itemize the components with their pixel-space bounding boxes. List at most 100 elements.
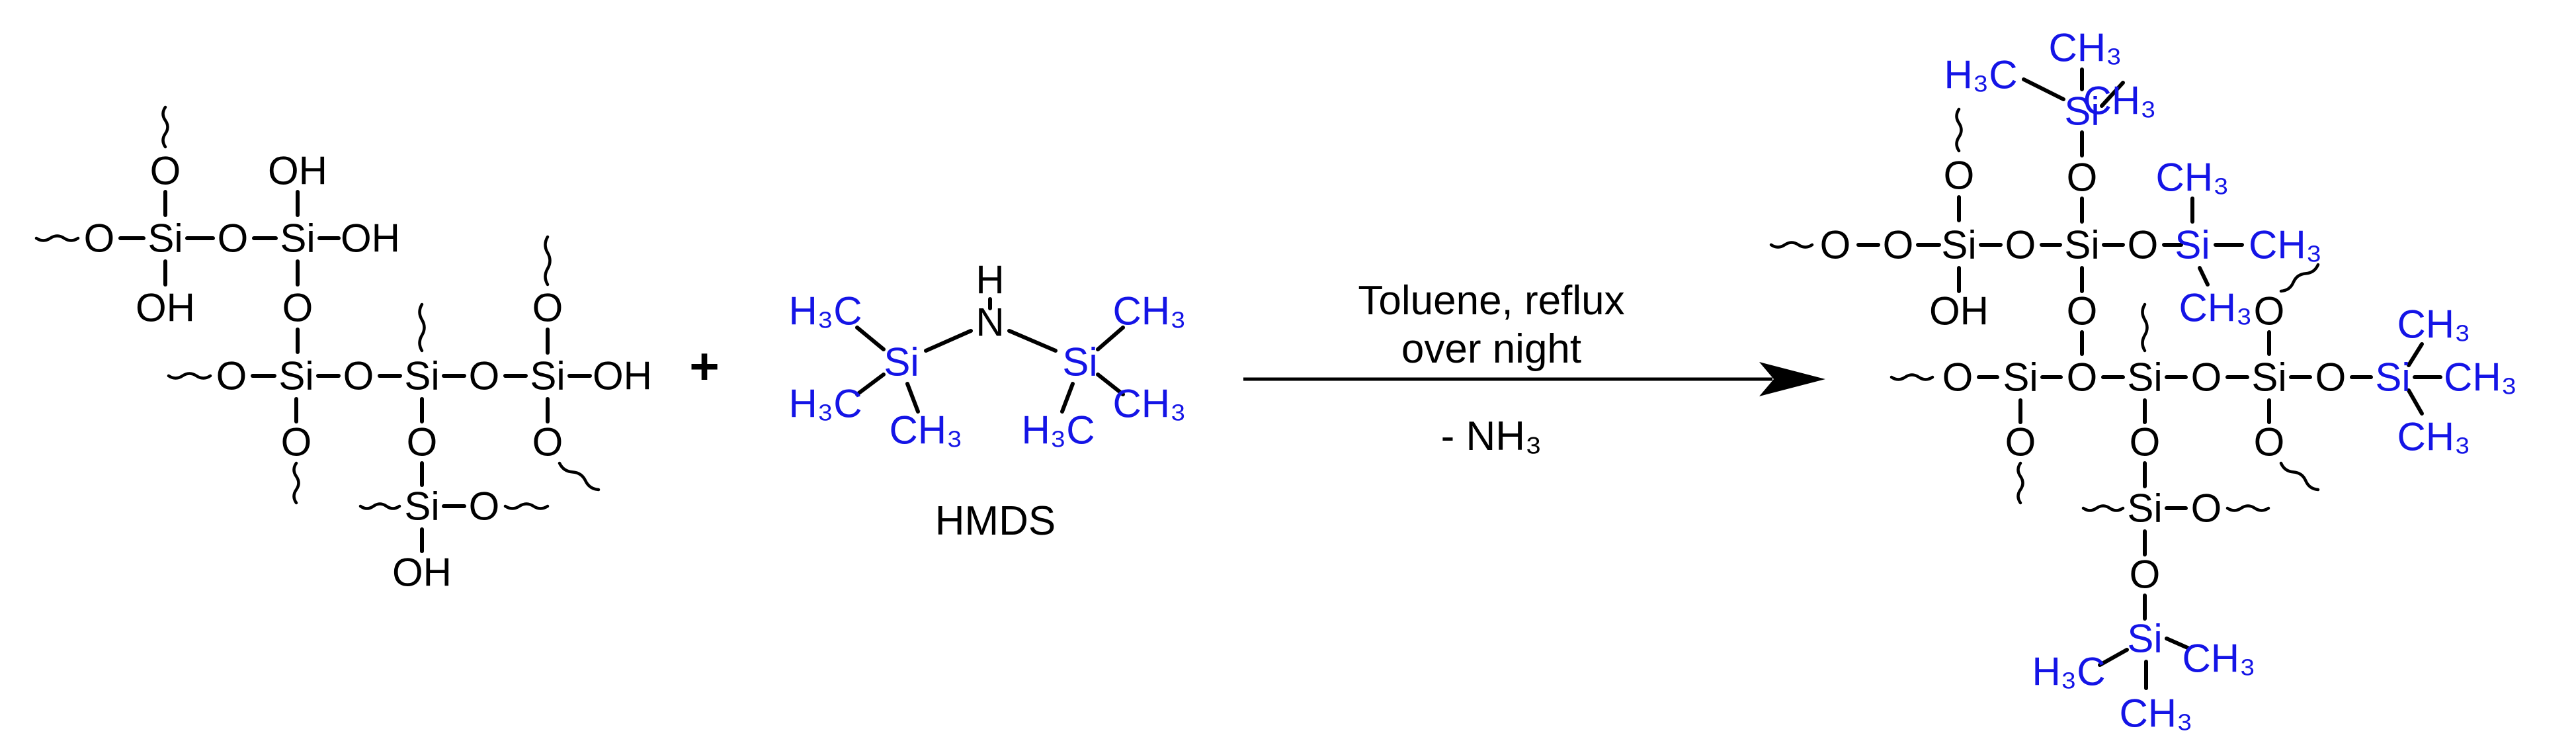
methyl: CH₃ <box>1112 289 1186 333</box>
wavy-bond <box>418 302 426 353</box>
plus-sign: + <box>689 337 720 395</box>
wavy-bond <box>503 502 550 510</box>
silicon: Si <box>2064 89 2099 134</box>
methyl: CH₃ <box>889 408 962 453</box>
bond <box>905 382 920 414</box>
hydroxyl: OH <box>392 551 452 595</box>
methyl: H₃C <box>788 382 862 426</box>
methyl: CH₃ <box>2182 637 2255 681</box>
silicon: Si <box>1062 340 1097 384</box>
oxygen: O <box>150 149 181 193</box>
oxygen: O <box>2254 289 2285 333</box>
hmds-label: HMDS <box>935 498 1056 544</box>
oxygen: O <box>2191 486 2222 531</box>
oxygen: O <box>407 420 438 464</box>
silicon: Si <box>147 216 183 261</box>
silicon: Si <box>1941 223 1976 267</box>
wavy-bond <box>161 105 169 149</box>
oxygen: O <box>2128 223 2159 267</box>
oxygen: O <box>2191 355 2222 400</box>
silicon: Si <box>2064 223 2099 267</box>
silicon: Si <box>404 484 439 529</box>
oxygen: O <box>2067 155 2098 200</box>
methyl: CH₃ <box>2155 155 2229 200</box>
wavy-bond <box>1955 107 1963 153</box>
oxygen: O <box>2254 420 2285 464</box>
bond <box>2407 342 2424 367</box>
oxygen: O <box>2130 420 2161 464</box>
silicon: Si <box>2127 486 2162 531</box>
reaction-arrow <box>1243 362 1825 396</box>
bond <box>2098 648 2129 667</box>
methyl: CH₃ <box>1112 382 1186 426</box>
oxygen: O <box>2005 420 2036 464</box>
wavy-bond <box>1769 241 1814 249</box>
wavy-bond <box>34 234 80 242</box>
oxygen: O <box>2005 223 2036 267</box>
silicon: Si <box>2127 617 2162 661</box>
bond-layer <box>118 67 2442 690</box>
oxygen: O <box>469 354 500 398</box>
oxygen: O <box>1942 355 1974 400</box>
condition-time: over night <box>1401 326 1581 372</box>
silicon: Si <box>2375 355 2410 400</box>
wavy-bond <box>292 461 300 505</box>
oxygen: O <box>2130 552 2161 597</box>
silicon: Si <box>278 354 313 398</box>
oxygen: O <box>84 216 115 261</box>
oxygen: O <box>2067 289 2098 333</box>
si-n-bond <box>924 329 973 353</box>
bond <box>855 373 886 396</box>
oxygen: O <box>216 354 247 398</box>
silicon: Si <box>2175 223 2210 267</box>
silicon: Si <box>530 354 565 398</box>
methyl: H₃C <box>2032 650 2105 694</box>
bond <box>2407 388 2424 416</box>
oxygen: O <box>1820 223 1851 267</box>
condition-byproduct: - NH₃ <box>1441 414 1542 459</box>
silicon: Si <box>2127 355 2162 400</box>
oxygen: O <box>2315 355 2347 400</box>
wavy-bond <box>2225 504 2270 512</box>
wavy-bond <box>2279 263 2320 293</box>
oxygen: O <box>343 354 374 398</box>
methyl: CH₃ <box>2249 223 2322 267</box>
nitrogen: N <box>976 300 1004 345</box>
oxygen: O <box>282 286 313 330</box>
bond <box>1060 382 1075 414</box>
methyl: H₃C <box>1944 53 2017 97</box>
silicon: Si <box>404 354 439 398</box>
hydroxyl: OH <box>593 354 652 398</box>
wavy-bond <box>2279 461 2320 492</box>
methyl: CH₃ <box>2083 79 2156 123</box>
wavy-bond-layer <box>34 105 2320 512</box>
methyl: CH₃ <box>2048 26 2122 70</box>
wavy-bond <box>2016 461 2024 505</box>
oxygen: O <box>1944 154 1975 198</box>
bond <box>1096 373 1125 396</box>
wavy-bond <box>1890 373 1934 381</box>
wavy-bond <box>558 461 601 492</box>
hydrogen: H <box>976 258 1004 302</box>
wavy-bond <box>2141 302 2149 353</box>
oxygen: O <box>532 286 563 330</box>
wavy-bond <box>2081 504 2125 512</box>
bond <box>855 326 886 351</box>
silicon: Si <box>884 340 919 384</box>
methyl: CH₃ <box>2397 415 2470 459</box>
oxygen: O <box>281 420 312 464</box>
oxygen: O <box>532 420 563 464</box>
oxygen: O <box>1883 223 1914 267</box>
methyl: H₃C <box>788 289 862 333</box>
bond <box>2022 77 2065 101</box>
oxygen: O <box>469 484 500 529</box>
hydroxyl: OH <box>1929 289 1989 333</box>
condition-solvent: Toluene, reflux <box>1358 278 1624 324</box>
hydroxyl: OH <box>341 216 400 261</box>
wavy-bond <box>167 372 212 380</box>
methyl: CH₃ <box>2444 355 2517 400</box>
oxygen: O <box>2067 355 2098 400</box>
bond <box>2198 266 2210 287</box>
